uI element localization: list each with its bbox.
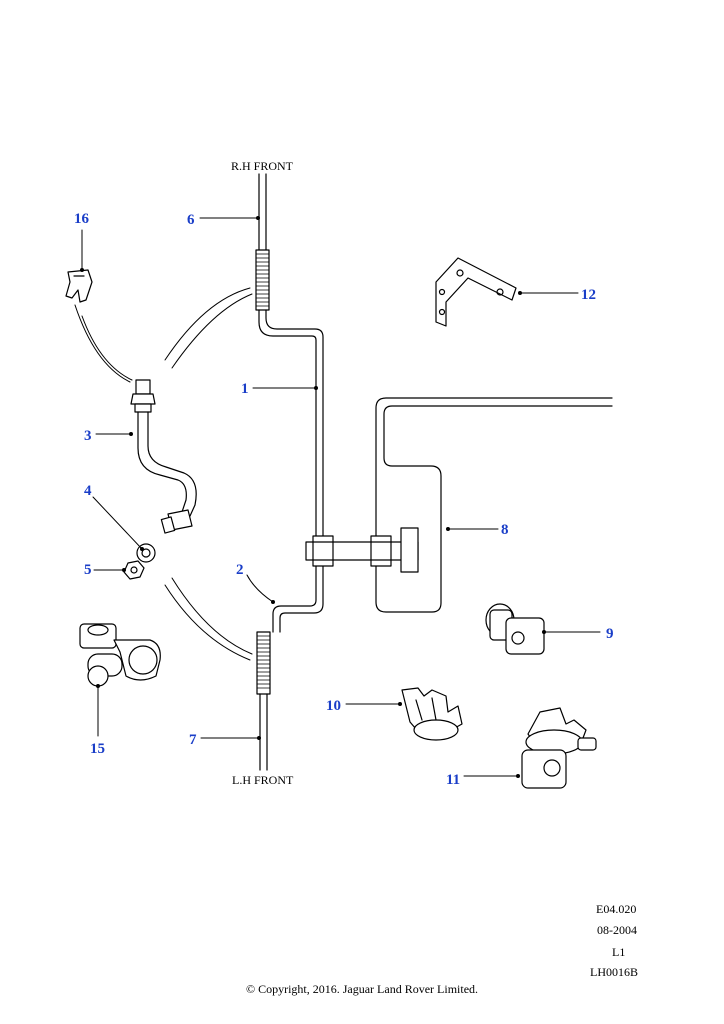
hose-curves [74, 287, 253, 661]
callout-10[interactable]: 10 [326, 698, 341, 714]
rh-front-label: R.H FRONT [231, 159, 294, 173]
spring-clip [65, 269, 93, 303]
callout-6[interactable]: 6 [187, 212, 195, 228]
drawing-date: 08-2004 [597, 923, 637, 937]
callout-15[interactable]: 15 [90, 741, 105, 757]
clip-11 [521, 707, 597, 789]
callout-11[interactable]: 11 [446, 772, 461, 788]
copyright-notice: © Copyright, 2016. Jaguar Land Rover Lim… [245, 982, 479, 996]
pipe-loop [375, 397, 613, 613]
drawing-ref: LH0016B [590, 965, 638, 979]
clip-9 [485, 603, 545, 655]
clip-10 [401, 687, 463, 741]
callout-2[interactable]: 2 [236, 562, 244, 578]
callout-7[interactable]: 7 [189, 732, 197, 748]
callout-4[interactable]: 4 [84, 483, 92, 499]
brake-hose-part [130, 379, 197, 534]
callout-8[interactable]: 8 [501, 522, 509, 538]
leader-dots [80, 216, 546, 778]
callout-1[interactable]: 1 [241, 381, 249, 397]
leader-lines [81, 217, 601, 777]
callout-9[interactable]: 9 [606, 626, 614, 642]
callout-16[interactable]: 16 [74, 211, 89, 227]
lh-front-label: L.H FRONT [232, 773, 294, 787]
drawing-level: L1 [612, 945, 626, 959]
pipe-clip [305, 527, 419, 573]
angle-bracket [435, 257, 517, 327]
callout-12[interactable]: 12 [581, 287, 596, 303]
washer-nut [123, 543, 156, 580]
drawing-code: E04.020 [596, 902, 637, 916]
callout-3[interactable]: 3 [84, 428, 92, 444]
callout-5[interactable]: 5 [84, 562, 92, 578]
hose-bracket [79, 623, 161, 687]
main-brake-pipe [255, 173, 324, 771]
